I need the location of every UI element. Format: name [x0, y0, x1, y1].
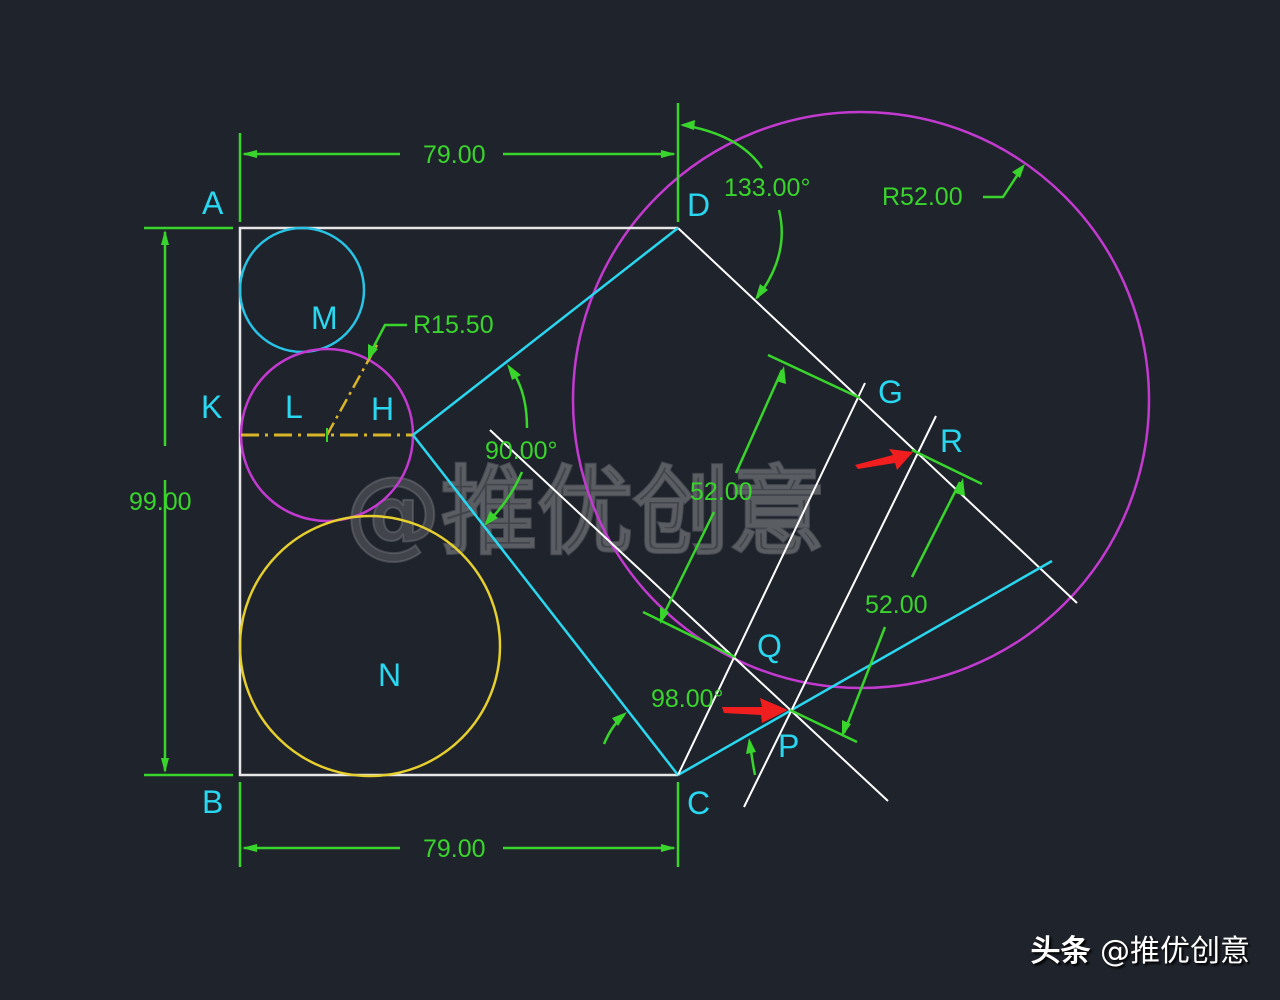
circle-M	[238, 226, 366, 354]
arrow-angle-D-end	[755, 284, 768, 300]
label-A: A	[202, 185, 224, 221]
arrow-angle-H-start	[507, 364, 521, 380]
dim-radius-big-value: R52.00	[882, 183, 963, 211]
label-K: K	[201, 389, 222, 425]
arrow-angle-C-end	[746, 738, 756, 754]
label-D: D	[687, 187, 710, 223]
red-arrow-R	[855, 449, 913, 470]
dim-offset-2-value: 52.00	[865, 591, 928, 619]
label-B: B	[202, 784, 223, 820]
dim-angle-C-value: 98.00°	[651, 685, 724, 713]
dim-left-value: 99.00	[129, 488, 192, 516]
arrow-offset-2-top	[955, 478, 965, 496]
dim-offset-2	[789, 448, 983, 744]
leader-R52	[983, 167, 1024, 199]
label-M: M	[311, 300, 338, 336]
watermark: @推优创意	[345, 456, 825, 568]
line-C-G	[677, 382, 866, 776]
line-H-C	[412, 434, 679, 776]
arrow-R15	[368, 344, 378, 360]
arrow-offset-1-top	[776, 366, 786, 384]
outline-rectangle	[238, 226, 678, 777]
arrow-R52	[1012, 164, 1025, 178]
line-C-P	[677, 559, 1053, 777]
label-Q: Q	[757, 628, 782, 664]
line-Q-P-parallel	[489, 429, 889, 802]
dim-offset-1-value: 52.00	[690, 478, 753, 506]
dim-angle-D-value: 133.00°	[724, 174, 810, 202]
red-arrow-P	[722, 698, 788, 723]
line-H-D	[412, 227, 679, 436]
dim-angle-H-value: 90.00°	[485, 437, 558, 465]
leader-R15	[370, 323, 407, 351]
label-H: H	[371, 391, 394, 427]
label-P: P	[778, 728, 799, 764]
label-R: R	[940, 423, 963, 459]
label-G: G	[878, 374, 903, 410]
arrow-angle-H-end	[484, 511, 498, 526]
line-D-edge	[677, 227, 1078, 604]
dim-bottom	[238, 782, 680, 867]
dim-offset-1	[642, 353, 861, 659]
arrow-angle-C-start	[612, 712, 627, 726]
dim-left	[144, 226, 233, 777]
dim-top-value: 79.00	[423, 141, 486, 169]
dim-radius-L-value: R15.50	[413, 311, 494, 339]
dim-top	[238, 103, 680, 222]
line-P-R	[743, 415, 937, 808]
arrow-offset-1-bottom	[660, 607, 669, 624]
footer-brand: 头条	[1030, 934, 1091, 969]
dim-bottom-value: 79.00	[423, 835, 486, 863]
arrow-angle-D-start	[680, 120, 695, 130]
circle-N	[238, 514, 502, 778]
label-C: C	[687, 785, 710, 821]
arrow-offset-2-bottom	[842, 720, 851, 737]
footer-handle: @推优创意	[1100, 934, 1250, 969]
footer-credit: 头条 @推优创意	[1030, 926, 1250, 970]
label-N: N	[378, 657, 401, 693]
label-L: L	[285, 389, 303, 425]
